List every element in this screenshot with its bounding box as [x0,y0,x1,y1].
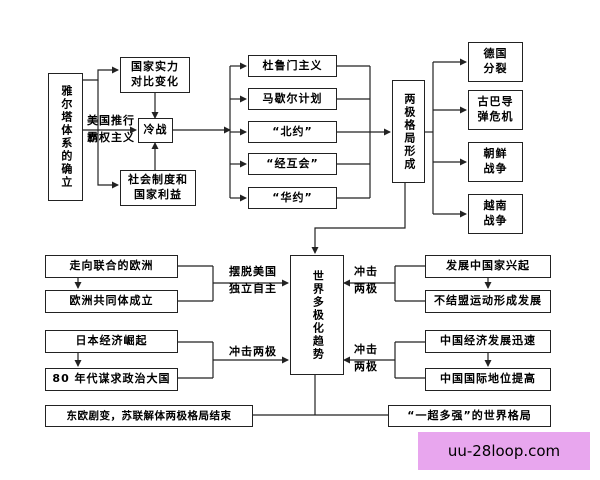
social-system-box: 社会制度和 国家利益 [120,170,196,206]
comecon-box: “经互会” [248,153,337,175]
one-superpower-box: “一超多强”的世界格局 [388,405,551,427]
bipolar-formation-box: 两极格局形成 [392,80,425,183]
china-economy-box: 中国经济发展迅速 [425,330,551,353]
warsaw-pact-box: “华约” [248,187,337,209]
impact-bipolar-bottom-label: 冲击 两极 [354,343,378,374]
impact-bipolar-top-label: 冲击 两极 [354,265,378,296]
truman-doctrine-box: 杜鲁门主义 [248,55,337,77]
independence-label: 摆脱美国 独立自主 [229,265,277,296]
european-community-box: 欧洲共同体成立 [45,290,178,313]
impact-bipolar-japan-label: 冲击两极 [229,345,277,358]
cold-war-box: 冷战 [138,118,173,143]
yalta-system-box: 雅尔塔体系的确立 [48,73,83,201]
non-aligned-movement-box: 不结盟运动形成发展 [425,290,551,313]
korean-war-box: 朝鲜 战争 [468,142,523,182]
ussr-collapse-box: 东欧剧变，苏联解体两极格局结束 [45,405,253,427]
china-status-box: 中国国际地位提高 [425,368,551,391]
germany-split-box: 德国 分裂 [468,42,523,82]
us-hegemony-label: 美国推行 霸权主义 [87,114,135,145]
europe-union-way-box: 走向联合的欧洲 [45,255,178,278]
japan-80s-box: 80 年代谋求政治大国 [45,368,178,391]
vietnam-war-box: 越南 战争 [468,194,523,234]
nato-box: “北约” [248,121,337,143]
watermark: uu-28loop.com [418,432,590,470]
multipolar-trend-box: 世界多极化趋势 [290,255,344,375]
national-power-box: 国家实力 对比变化 [120,57,190,93]
marshall-plan-box: 马歇尔计划 [248,88,337,110]
japan-economy-box: 日本经济崛起 [45,330,178,353]
developing-countries-box: 发展中国家兴起 [425,255,551,278]
cuba-crisis-box: 古巴导 弹危机 [468,90,523,130]
